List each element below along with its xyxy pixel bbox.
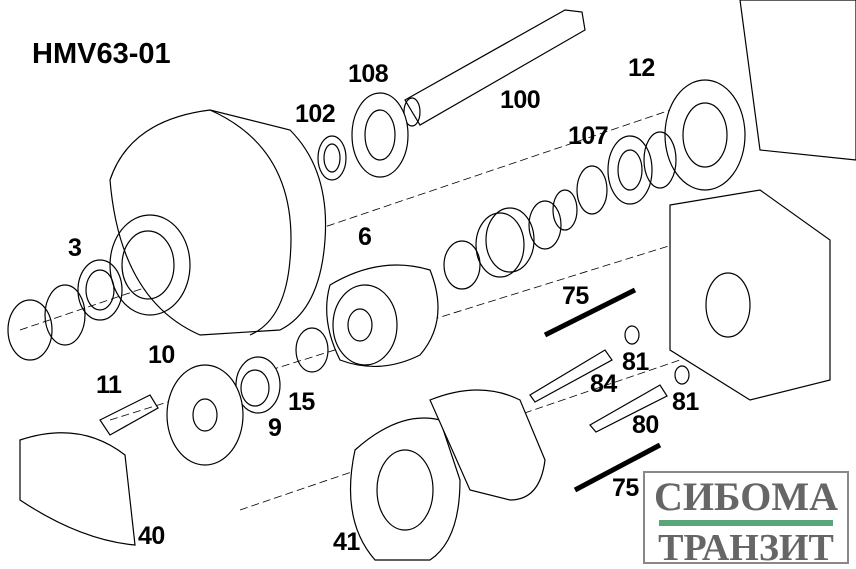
swash-plate-41b [429, 389, 546, 501]
model-title: HMV63-01 [32, 38, 171, 70]
label-107: 107 [568, 122, 609, 150]
cylinder-block-6 [326, 264, 439, 367]
rod-75b [573, 442, 662, 493]
label-102: 102 [295, 100, 336, 128]
drive-shaft-100 [403, 9, 586, 127]
bearing-107 [576, 131, 677, 215]
spring-pack [443, 189, 578, 290]
label-12: 12 [628, 54, 655, 82]
label-3: 3 [68, 234, 82, 262]
logo-line-1: СИБОМА [654, 474, 838, 519]
swash-plate-41 [349, 417, 461, 561]
label-75a: 75 [562, 282, 589, 310]
label-80: 80 [632, 411, 659, 439]
watermark-logo: СИБОМА ТРАНЗИТ [643, 471, 849, 569]
piston-84 [529, 349, 613, 403]
valve-block [669, 0, 856, 401]
logo-accent-bar [659, 520, 833, 526]
bearing-108 [351, 92, 409, 178]
motor-housing [109, 109, 327, 336]
label-84: 84 [590, 370, 617, 398]
retainer-plate-10 [166, 364, 244, 466]
label-10: 10 [148, 341, 175, 369]
pin-11 [99, 394, 159, 436]
o-ring [295, 327, 329, 373]
seal-rings-3 [7, 259, 123, 361]
plate-12 [664, 79, 746, 191]
bearing-9 [235, 356, 281, 414]
label-81b: 81 [672, 388, 699, 416]
piston-80 [589, 384, 668, 433]
label-41: 41 [333, 528, 360, 556]
ring-102 [317, 135, 347, 181]
label-100: 100 [500, 86, 541, 114]
label-40: 40 [138, 522, 165, 550]
rod-75a [543, 287, 637, 338]
label-11: 11 [96, 371, 122, 399]
label-81a: 81 [622, 348, 649, 376]
label-9: 9 [268, 414, 282, 442]
label-6: 6 [358, 223, 372, 251]
ring-81b [674, 365, 690, 385]
label-75b: 75 [612, 474, 639, 502]
swash-bore [376, 449, 434, 531]
swash-plate-40 [19, 432, 136, 546]
ring-81a [624, 325, 640, 345]
label-15: 15 [288, 388, 315, 416]
logo-line-2: ТРАНЗИТ [658, 527, 834, 569]
label-108: 108 [348, 60, 389, 88]
